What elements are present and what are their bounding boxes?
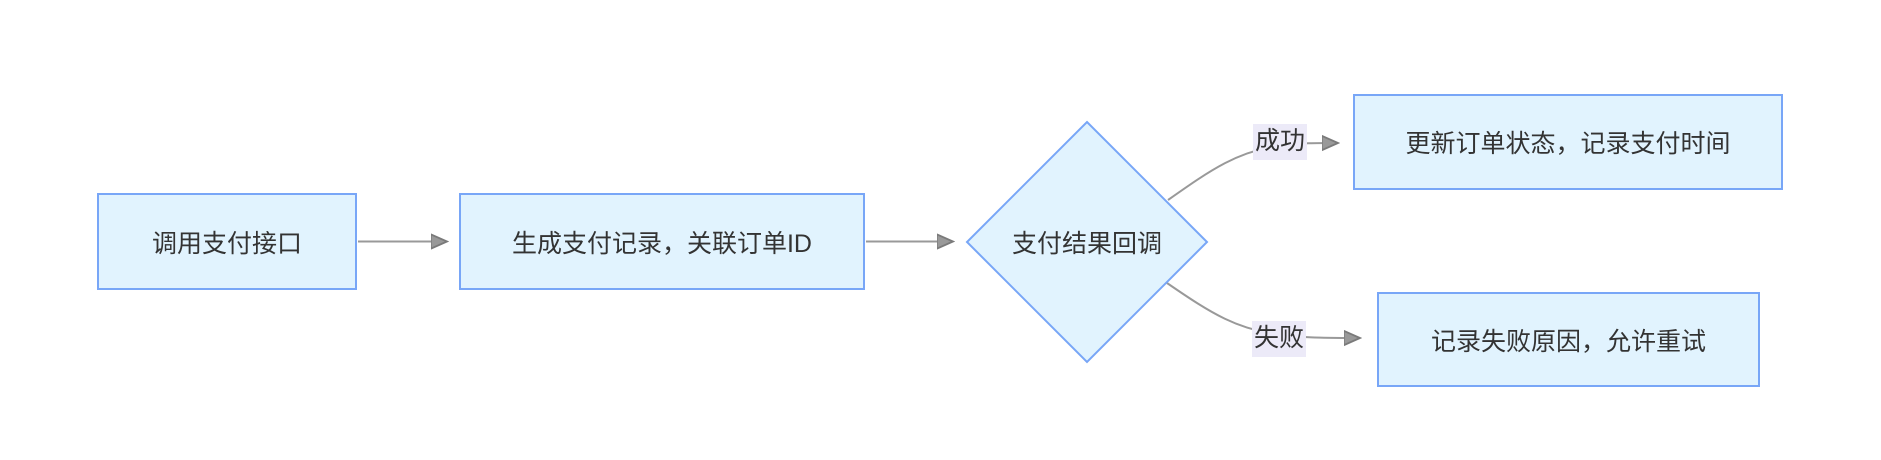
diamond-shape — [965, 120, 1209, 364]
node-payment-result-callback-label: 支付结果回调 — [1011, 230, 1162, 258]
node-update-order-status: 更新订单状态，记录支付时间 — [1353, 94, 1783, 190]
node-create-payment-record: 生成支付记录，关联订单ID — [459, 193, 865, 290]
edge-label-failure: 失败 — [1252, 321, 1307, 357]
diamond-shape-svg — [965, 120, 1209, 364]
edge-label-success: 成功 — [1253, 124, 1308, 160]
node-record-failure-reason-label: 记录失败原因，允许重试 — [1430, 327, 1706, 356]
node-record-failure-reason: 记录失败原因，允许重试 — [1377, 292, 1760, 387]
node-call-payment-api-label: 调用支付接口 — [151, 229, 302, 258]
node-payment-result-callback: 支付结果回调 — [965, 120, 1209, 364]
node-call-payment-api: 调用支付接口 — [97, 193, 357, 290]
node-update-order-status-label: 更新订单状态，记录支付时间 — [1405, 130, 1731, 158]
node-create-payment-record-label: 生成支付记录，关联订单ID — [511, 229, 812, 258]
